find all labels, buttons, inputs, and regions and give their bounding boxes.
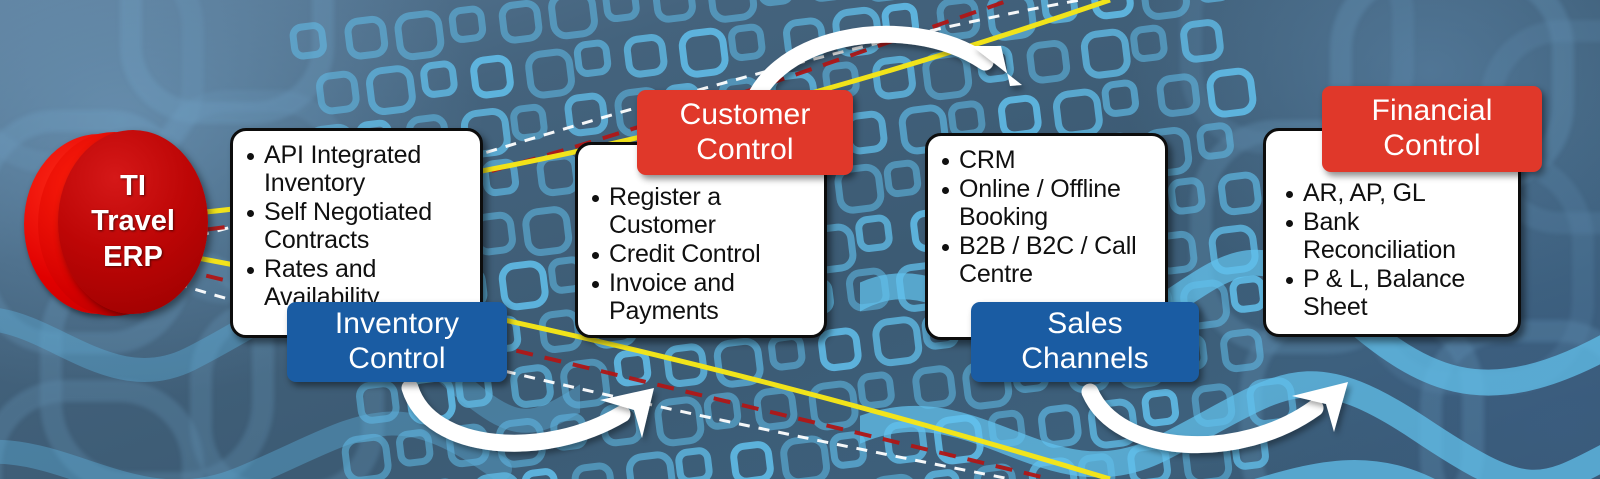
arrow-inventory-to-customer [739, 25, 994, 129]
list-item: Register a Customer [590, 183, 814, 239]
list-item: Self Negotiated Contracts [245, 198, 470, 254]
tag-customer-control[interactable]: Customer Control [637, 90, 853, 175]
tag-sales-channels[interactable]: Sales Channels [971, 302, 1199, 382]
tag-financial-control[interactable]: Financial Control [1322, 86, 1542, 172]
arrow-sales-to-financial [1081, 383, 1324, 454]
list-item: P & L, Balance Sheet [1284, 265, 1508, 321]
list-item: Bank Reconciliation [1284, 208, 1508, 264]
list-item: AR, AP, GL [1284, 179, 1508, 207]
tag-line: Sales Channels [1021, 307, 1149, 375]
list-item: B2B / B2C / Call Centre [940, 232, 1155, 288]
hub-disc-front: TI Travel ERP [58, 130, 208, 314]
tag-line: Control [1383, 129, 1481, 162]
hub-label-line1: TI [120, 169, 146, 202]
arrow-inventory-to-sales [401, 379, 631, 452]
tag-line: Financial [1371, 94, 1493, 128]
list-item: CRM [940, 146, 1155, 174]
tag-line: Customer [679, 97, 811, 131]
arrowhead-inventory-to-sales [600, 388, 654, 438]
tag-line: Inventory [334, 307, 460, 341]
list-item: Online / Offline Booking [940, 175, 1155, 231]
hub-label-line3: ERP [103, 240, 163, 273]
list-item: API Integrated Inventory [245, 141, 470, 197]
tag-line: Control [348, 342, 446, 375]
list-item: Invoice and Payments [590, 269, 814, 325]
arrowhead-sales-to-financial [1292, 382, 1348, 432]
hub-ti-travel-erp: TI Travel ERP [24, 130, 214, 320]
list-item: Credit Control [590, 240, 814, 268]
arrowhead-inventory-to-customer [972, 46, 1022, 86]
tag-inventory-control[interactable]: Inventory Control [287, 302, 507, 382]
tag-line: Control [696, 132, 794, 166]
hub-label-line2: Travel [91, 205, 175, 238]
